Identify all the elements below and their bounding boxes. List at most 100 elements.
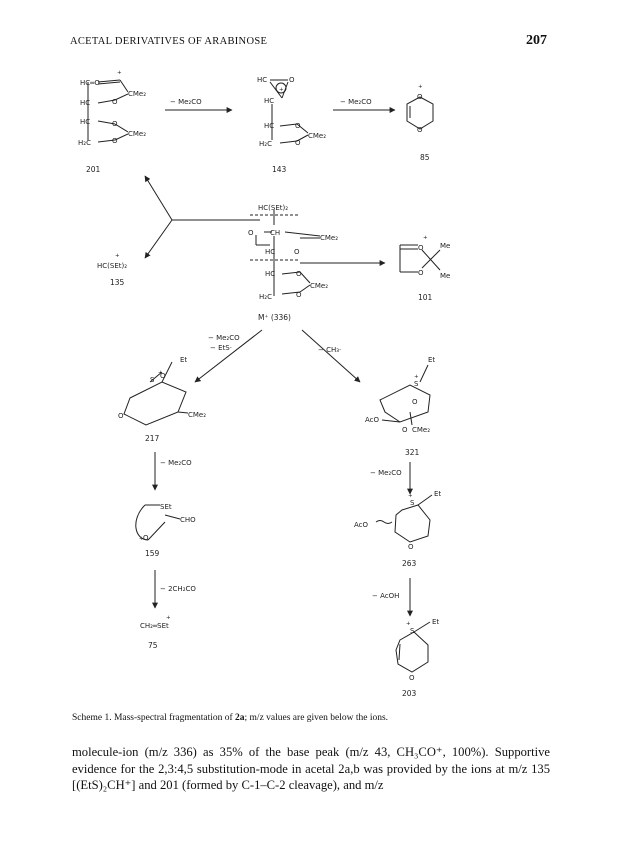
ion-159-structure	[135, 504, 181, 541]
me-101-a: Me	[440, 242, 450, 250]
mz-321: 321	[405, 448, 420, 457]
loss-263-203: − AcOH	[372, 592, 399, 600]
loss-m-217-b: − EtS·	[210, 344, 232, 352]
h2c-143: H₂C	[259, 140, 272, 148]
s-217: S	[150, 376, 155, 384]
h2c-201: H₂C	[78, 139, 91, 147]
et-321: Et	[428, 356, 435, 364]
o-143-d: O	[295, 139, 301, 147]
plus-101: +	[423, 235, 428, 241]
o-321-b: O	[402, 426, 408, 434]
o-143-a: O	[289, 76, 295, 84]
plus-217: +	[158, 370, 163, 376]
cme2-m-b: CMe₂	[310, 282, 328, 290]
set-159: SEt	[160, 503, 172, 511]
hc-201-c: HC	[80, 118, 90, 126]
ion-143-structure	[269, 79, 309, 144]
cme2-217: CMe₂	[188, 411, 206, 419]
loss-321-263: − Me₂CO	[370, 469, 402, 477]
o-m-d: O	[296, 291, 302, 299]
page-number: 207	[526, 33, 547, 48]
ion-101-structure	[399, 244, 441, 273]
hcset2-135: HC(SEt)₂	[97, 262, 127, 270]
cho-159: CHO	[180, 516, 196, 524]
ion-263-structure	[375, 494, 433, 543]
cme2-201-b: CMe₂	[128, 130, 146, 138]
me-101-b: Me	[440, 272, 450, 280]
fragmentation-scheme: + HC═O CMe₂ HC O HC O CMe₂ H₂C O 201 − M…	[78, 70, 450, 698]
o-101-b: O	[418, 269, 424, 277]
h2c-m: H₂C	[259, 293, 272, 301]
o-85-bottom: O	[417, 126, 423, 134]
plus-201: +	[117, 70, 122, 76]
hc-143-b: HC	[264, 97, 274, 105]
plus-203: +	[406, 621, 411, 627]
mz-217: 217	[145, 434, 160, 443]
hc-201-a: HC═O	[80, 79, 100, 87]
o-201-c: O	[112, 120, 118, 128]
o-m-c: O	[296, 270, 302, 278]
cme2-143: CMe₂	[308, 132, 326, 140]
ch2set-75: CH₂═SEt	[140, 622, 169, 630]
mz-263: 263	[402, 559, 417, 568]
mz-135: 135	[110, 278, 125, 287]
plus-263: +	[408, 493, 413, 499]
ion-85-structure	[406, 96, 434, 130]
arrow-m-321	[301, 329, 361, 383]
ion-201-structure	[87, 79, 129, 143]
o-217-b: O	[118, 412, 124, 420]
mz-143: 143	[272, 165, 287, 174]
molecular-ion-structure	[250, 210, 321, 296]
plus-159: +	[139, 536, 144, 542]
caption-prefix: Scheme 1. Mass-spectral fragmentation of	[72, 713, 236, 723]
hcset2-m: HC(SEt)₂	[258, 204, 288, 212]
loss-143-85: − Me₂CO	[340, 98, 372, 106]
o-217-a: O	[160, 372, 166, 380]
hc-143-a: HC	[257, 76, 267, 84]
caption-suffix: ; m/z values are given below the ions.	[244, 713, 389, 723]
body-text: molecule-ion (m/z 336) as 35% of the bas…	[72, 744, 550, 794]
aco-321: AcO	[365, 416, 380, 424]
plus-143: +	[279, 87, 284, 93]
mz-203: 203	[402, 689, 417, 698]
s-321: S	[414, 380, 419, 388]
aco-263: AcO	[354, 521, 369, 529]
ch-m: CH	[270, 229, 280, 237]
hc-201-b: HC	[80, 99, 90, 107]
o-201-d: O	[112, 137, 118, 145]
mz-101: 101	[418, 293, 433, 302]
loss-m-217-a: − Me₂CO	[208, 334, 240, 342]
o-321-a: O	[412, 398, 418, 406]
branch-lines	[144, 175, 260, 259]
plus-135: +	[115, 253, 120, 259]
arrow-m-217	[194, 329, 263, 383]
o-m-a: O	[248, 229, 254, 237]
cme2-321: CMe₂	[412, 426, 430, 434]
hc-m-b: HC	[265, 270, 275, 278]
plus-75: +	[166, 615, 171, 621]
o-159: O	[143, 534, 149, 542]
ion-217-structure	[123, 361, 189, 426]
cme2-201-a: CMe₂	[128, 90, 146, 98]
mz-75: 75	[148, 641, 158, 650]
mz-85: 85	[420, 153, 430, 162]
o-203: O	[409, 674, 415, 682]
plus-85: +	[418, 84, 423, 90]
hc-m-a: HC	[265, 248, 275, 256]
mz-159: 159	[145, 549, 160, 558]
o-263: O	[408, 543, 414, 551]
ion-321-structure	[379, 364, 431, 426]
o-101-a: O	[418, 244, 424, 252]
caption-compound: 2a	[235, 713, 245, 723]
mz-molecular-ion: M⁺ (336)	[258, 313, 291, 322]
et-263: Et	[434, 490, 441, 498]
s-203: S	[410, 627, 415, 635]
s-263: S	[410, 499, 415, 507]
o-m-b: O	[294, 248, 300, 256]
et-203: Et	[432, 618, 439, 626]
o-85-top: O	[417, 93, 423, 101]
o-143-c: O	[295, 122, 301, 130]
body-paragraph: molecule-ion (m/z 336) as 35% of the bas…	[72, 745, 550, 793]
o-201-b: O	[112, 98, 118, 106]
et-217: Et	[180, 356, 187, 364]
